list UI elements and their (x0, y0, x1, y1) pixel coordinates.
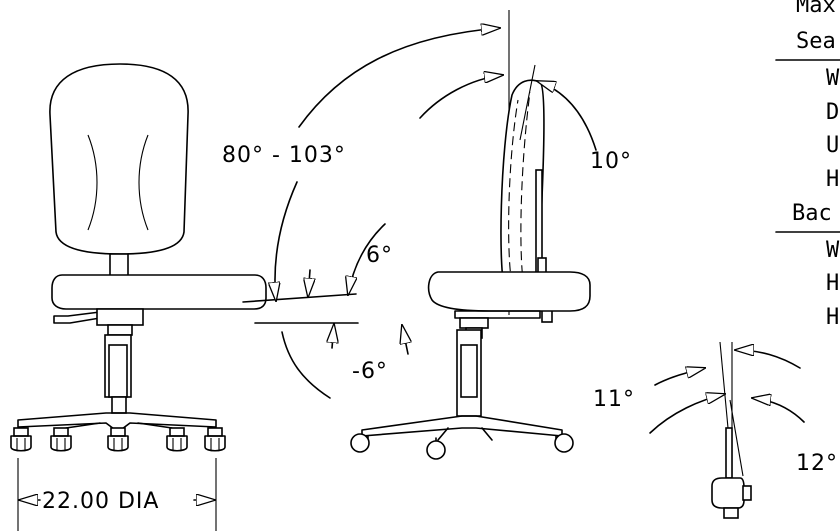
spec-line-back-width: W (826, 238, 840, 263)
front-caster (166, 427, 188, 452)
side-caster (350, 433, 370, 453)
spec-line-back-height-2: H (826, 305, 839, 330)
mechanism-angle-dimension: 11° 12° (593, 350, 838, 476)
mechanism-left-angle-label: 11° (593, 387, 635, 412)
mechanism-detail (711, 341, 752, 519)
front-view-chair (10, 63, 267, 452)
spec-line-max: Max (796, 0, 836, 18)
spec-table: Max Sea W D U H Bac W H H (775, 0, 840, 330)
side-caster (426, 437, 446, 460)
side-caster (554, 433, 574, 453)
side-view-chair (350, 10, 591, 460)
spec-line-seat-depth: D (826, 100, 839, 125)
front-seat (51, 274, 267, 310)
back-tilt-label: 10° (590, 149, 632, 174)
spec-line-seat: Sea (796, 29, 836, 54)
front-backrest (49, 63, 189, 255)
spec-line-seat-height: H (826, 167, 839, 192)
side-seat (427, 271, 591, 312)
spec-line-seat-up: U (826, 133, 839, 158)
front-control-lever (53, 311, 101, 324)
seat-tilt-down-label: -6° (352, 359, 388, 384)
mechanism-bracket (711, 477, 745, 509)
front-caster (107, 427, 129, 452)
back-tilt-dimension: 10° (519, 64, 632, 174)
side-star-base (361, 415, 563, 437)
spec-line-back: Bac (792, 201, 832, 226)
spec-line-back-height: H (826, 271, 839, 296)
base-diameter-label: 22.00 DIA (42, 489, 159, 514)
mechanism-right-angle-label: 12° (796, 451, 838, 476)
base-diameter-dimension: 22.00 DIA (17, 458, 217, 531)
front-caster (50, 427, 72, 452)
seat-tilt-up-label: 6° (366, 243, 393, 268)
spec-line-seat-width: W (826, 66, 840, 91)
back-angle-range-dimension: 80° - 103° (222, 28, 503, 168)
front-caster (204, 427, 226, 452)
front-caster (10, 427, 32, 452)
back-angle-range-label: 80° - 103° (222, 143, 346, 168)
seat-tilt-dimension: 6° -6° (242, 181, 408, 399)
